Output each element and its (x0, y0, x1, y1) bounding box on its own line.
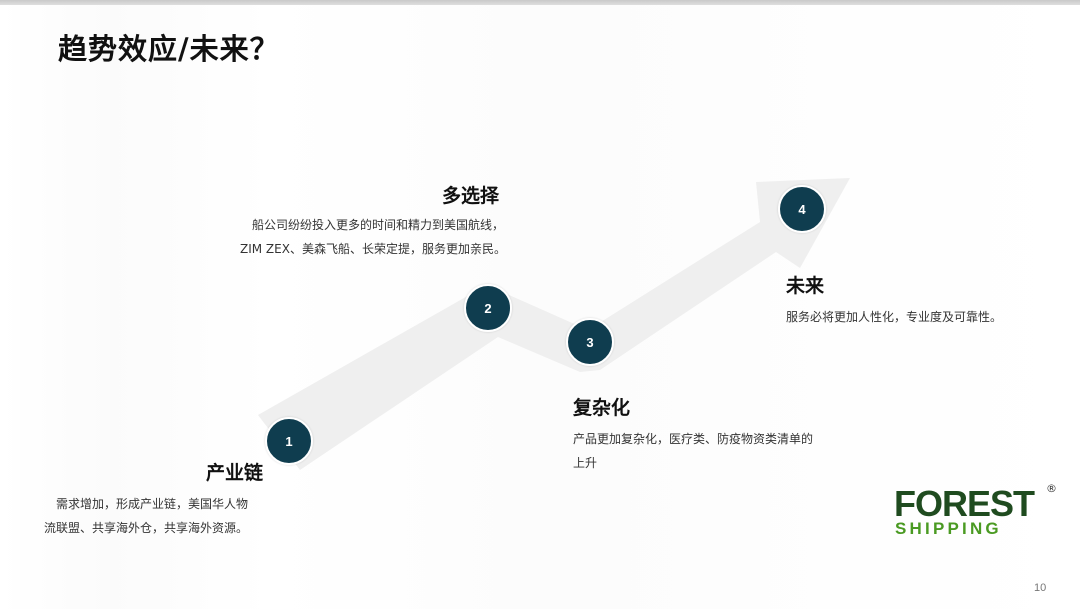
logo-shipping-text: SHIPPING (895, 519, 1002, 538)
step-3-description: 产品更加复杂化，医疗类、防疫物资类清单的 上升 (573, 427, 853, 475)
step-4-number: 4 (798, 201, 806, 217)
logo-forest-text: FOREST (894, 483, 1035, 524)
step-2-heading: 多选择 (442, 185, 500, 207)
step-1-description-line-1: 需求增加，形成产业链，美国华人物 (56, 497, 249, 511)
registered-mark-icon: ® (1046, 482, 1057, 495)
step-3-heading: 复杂化 (573, 397, 631, 419)
step-4-marker: 4 (778, 185, 826, 233)
step-2-marker: 2 (464, 284, 512, 332)
step-2-description-line-1: 船公司纷纷投入更多的时间和精力到美国航线， (252, 218, 505, 232)
window-top-bar (0, 0, 1080, 5)
step-1-heading: 产业链 (206, 462, 264, 484)
step-1-description: 需求增加，形成产业链，美国华人物 流联盟、共享海外仓，共享海外资源。 (44, 492, 284, 540)
step-1-number: 1 (285, 433, 293, 449)
step-3-description-line-1: 产品更加复杂化，医疗类、防疫物资类清单的 (573, 432, 814, 446)
step-3-marker: 3 (566, 318, 614, 366)
page-number: 10 (1034, 582, 1047, 594)
step-4-heading: 未来 (786, 275, 825, 297)
slide-background (0, 5, 1080, 609)
forest-shipping-logo: FOREST ® SHIPPING (894, 482, 1064, 542)
step-1-description-line-2: 流联盟、共享海外仓，共享海外资源。 (44, 521, 249, 535)
step-4-description-line-1: 服务必将更加人性化，专业度及可靠性。 (786, 310, 1003, 324)
step-2-description: 船公司纷纷投入更多的时间和精力到美国航线， ZIM ZEX、美森飞船、长荣定提，… (240, 213, 520, 261)
page-title: 趋势效应/未来？ (58, 32, 280, 66)
step-2-number: 2 (484, 300, 492, 316)
step-3-description-line-2: 上升 (573, 456, 598, 470)
step-2-description-line-2: ZIM ZEX、美森飞船、长荣定提，服务更加亲民。 (240, 242, 506, 256)
step-4-description: 服务必将更加人性化，专业度及可靠性。 (786, 305, 1046, 329)
step-3-number: 3 (586, 334, 594, 350)
step-1-marker: 1 (265, 417, 313, 465)
